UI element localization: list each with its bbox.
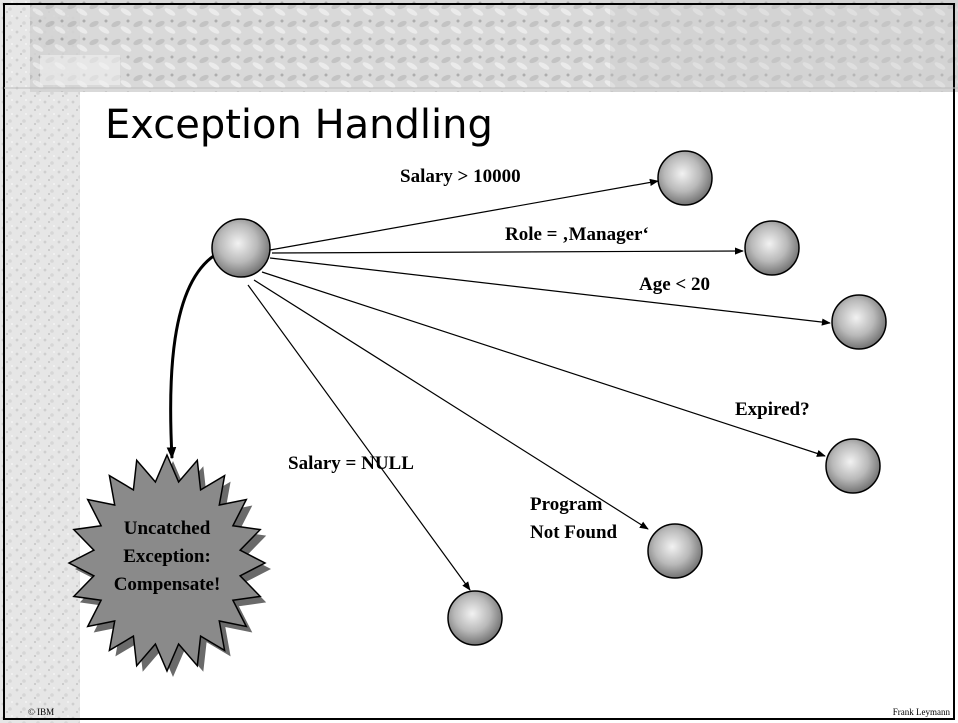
label-salary-gt: Salary > 10000	[400, 166, 521, 187]
label-age: Age < 20	[639, 274, 710, 295]
node-start	[211, 218, 271, 278]
node-program	[647, 523, 703, 579]
edge-role	[271, 247, 744, 255]
edge-age	[269, 257, 831, 326]
footer-right: Frank Leymann	[893, 707, 951, 717]
label-program-line1: Program	[530, 494, 603, 515]
edge-exception	[166, 253, 216, 460]
edge-labels: Salary > 10000 Role = ‚Manager‘ Age < 20…	[288, 166, 810, 543]
edge-program	[253, 279, 649, 530]
node-age	[831, 294, 887, 350]
label-expired: Expired?	[735, 399, 810, 420]
exception-burst: Uncatched Exception: Compensate!	[67, 453, 271, 677]
label-program-line2: Not Found	[530, 522, 618, 543]
burst-line3: Compensate!	[114, 574, 221, 595]
burst-line1: Uncatched	[124, 518, 211, 539]
node-salary-null	[447, 590, 503, 646]
edge-salary-gt	[269, 178, 659, 251]
edge-expired	[261, 271, 826, 457]
burst-line2: Exception:	[123, 546, 211, 567]
burst-shape	[67, 453, 267, 673]
edges	[166, 178, 831, 591]
slide-title: Exception Handling	[105, 102, 493, 148]
node-salary-gt	[657, 150, 713, 206]
label-role: Role = ‚Manager‘	[505, 224, 649, 245]
node-expired	[825, 438, 881, 494]
node-role	[744, 220, 800, 276]
nodes	[211, 150, 887, 646]
label-salary-null: Salary = NULL	[288, 453, 414, 474]
footer-left: © IBM	[28, 707, 54, 717]
edge-salary-null	[247, 284, 471, 591]
